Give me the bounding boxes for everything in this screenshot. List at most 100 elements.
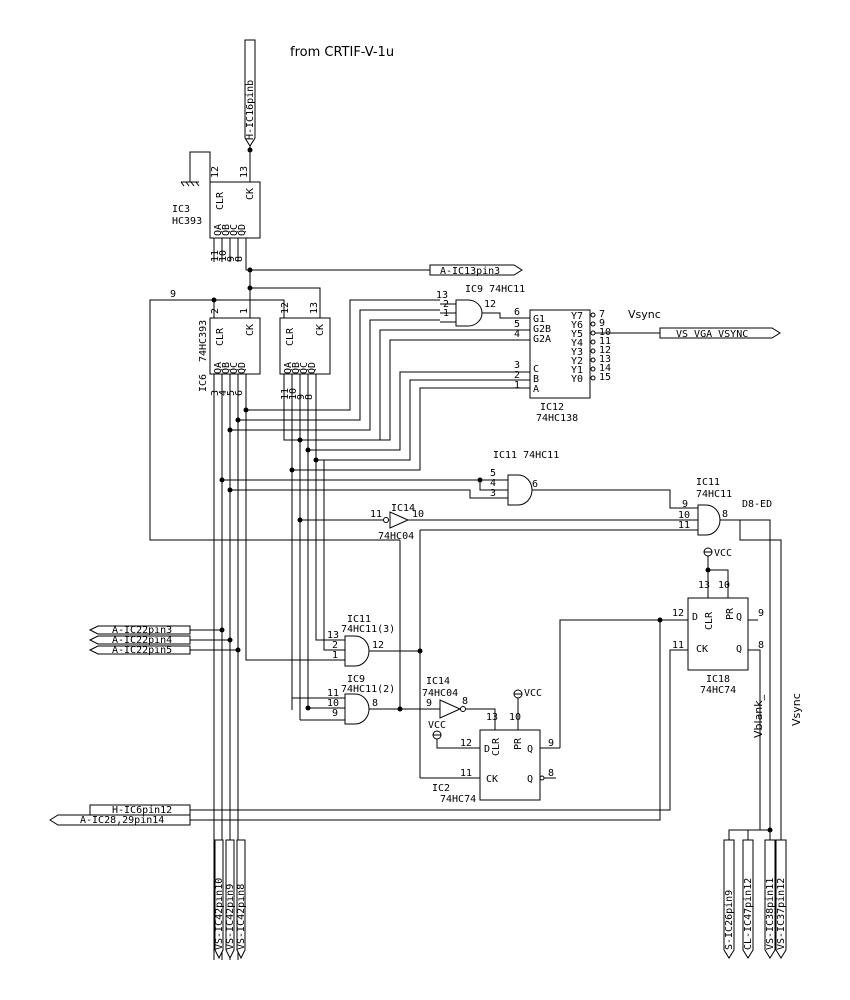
port-top: H-IC16pinb bbox=[244, 39, 256, 147]
ic2-flipflop: D CLR PR Q CK Q IC2 74HC74 13 10 12 11 9… bbox=[432, 712, 554, 805]
svg-text:74HC11(2): 74HC11(2) bbox=[341, 684, 395, 695]
vcc-ic2-clr: VCC bbox=[428, 720, 446, 740]
svg-text:12: 12 bbox=[210, 166, 221, 178]
port-bottom-vs-ic38-pin11: VS-IC38pin11 bbox=[764, 839, 776, 959]
port-vsync-out: VS VGA VSYNC bbox=[659, 327, 781, 340]
svg-text:74HC11(3): 74HC11(3) bbox=[341, 624, 395, 635]
svg-text:QA: QA bbox=[213, 362, 224, 374]
svg-text:74HC11: 74HC11 bbox=[696, 489, 732, 500]
svg-text:CK: CK bbox=[696, 644, 708, 655]
port-bottom-vs-ic37-pin12: VS-IC37pin12 bbox=[775, 839, 787, 959]
svg-text:Q: Q bbox=[527, 744, 533, 755]
svg-text:Vblank_: Vblank_ bbox=[752, 694, 765, 738]
svg-text:Vsync: Vsync bbox=[628, 308, 661, 321]
ic6-counter-b: CLR CK QA QB QC QD 12 13 11 10 9 8 bbox=[279, 302, 331, 400]
svg-text:6: 6 bbox=[514, 307, 520, 318]
port-bottom-s-ic26-pin9: S-IC26pin9 bbox=[723, 839, 735, 959]
svg-text:QD: QD bbox=[307, 362, 318, 374]
svg-text:PR: PR bbox=[725, 607, 736, 620]
svg-text:CK: CK bbox=[245, 188, 256, 200]
svg-text:D: D bbox=[692, 612, 698, 623]
svg-text:QB: QB bbox=[221, 362, 232, 374]
svg-text:CLR: CLR bbox=[215, 191, 226, 210]
svg-text:A-IC13pin3: A-IC13pin3 bbox=[440, 266, 500, 277]
svg-text:Vsync: Vsync bbox=[790, 693, 803, 726]
svg-text:H-IC16pinb: H-IC16pinb bbox=[245, 80, 256, 140]
svg-text:IC14: IC14 bbox=[426, 676, 450, 687]
svg-text:VCC: VCC bbox=[524, 688, 542, 699]
svg-text:4: 4 bbox=[218, 390, 229, 396]
svg-text:CK: CK bbox=[315, 324, 326, 336]
svg-text:CK: CK bbox=[486, 774, 498, 785]
svg-text:IC9: IC9 bbox=[347, 674, 365, 685]
svg-text:8: 8 bbox=[548, 768, 554, 779]
svg-text:8: 8 bbox=[722, 509, 728, 520]
svg-text:CL-IC47pin12: CL-IC47pin12 bbox=[743, 878, 754, 950]
svg-text:B: B bbox=[533, 374, 539, 385]
svg-text:Y1: Y1 bbox=[571, 365, 583, 376]
svg-text:QD: QD bbox=[237, 224, 248, 236]
svg-text:QA: QA bbox=[213, 224, 224, 236]
ic11-and-gate-right: IC11 74HC11 9 10 11 8 D8-ED bbox=[678, 477, 772, 536]
svg-text:13: 13 bbox=[309, 302, 320, 314]
svg-text:4: 4 bbox=[490, 478, 496, 489]
svg-text:G2A: G2A bbox=[533, 334, 551, 345]
svg-text:9: 9 bbox=[170, 289, 176, 300]
svg-text:QB: QB bbox=[221, 224, 232, 236]
ic14-inverter-top: IC14 74HC04 11 10 bbox=[370, 503, 424, 542]
svg-text:74HC138: 74HC138 bbox=[536, 413, 578, 424]
svg-text:9: 9 bbox=[599, 318, 605, 329]
port-bottom-vs-ic42-pin8: VS-IC42pin8 bbox=[236, 839, 247, 960]
ic11-and-gate-middle: IC11 74HC11 5 4 3 6 bbox=[490, 450, 559, 506]
svg-text:8: 8 bbox=[758, 640, 764, 651]
svg-text:6: 6 bbox=[532, 479, 538, 490]
ic3-counter: CLR CK QA QB QC QD IC3 HC393 12 13 11 10… bbox=[172, 166, 261, 262]
svg-text:11: 11 bbox=[672, 640, 684, 651]
svg-text:74HC393: 74HC393 bbox=[198, 320, 209, 362]
ic11-and-gate-lower: IC11 74HC11(3) 13 2 1 12 bbox=[327, 614, 395, 667]
svg-text:1: 1 bbox=[514, 380, 520, 391]
port-ic13: A-IC13pin3 bbox=[429, 264, 523, 277]
svg-text:CLR: CLR bbox=[285, 327, 296, 346]
svg-text:3: 3 bbox=[514, 360, 520, 371]
svg-text:A: A bbox=[533, 384, 539, 395]
svg-text:10: 10 bbox=[718, 580, 730, 591]
svg-text:Y4: Y4 bbox=[571, 338, 583, 349]
port-bottom-vs-ic42-pin10: VS-IC42pin10 bbox=[214, 839, 225, 960]
svg-text:74HC04: 74HC04 bbox=[378, 531, 414, 542]
port-bottom-vs-ic42-pin9: VS-IC42pin9 bbox=[225, 839, 236, 960]
svg-text:12: 12 bbox=[372, 640, 384, 651]
svg-text:2: 2 bbox=[514, 370, 520, 381]
svg-text:13: 13 bbox=[327, 630, 339, 641]
svg-text:11: 11 bbox=[460, 768, 472, 779]
svg-text:13: 13 bbox=[239, 166, 250, 178]
svg-text:CLR: CLR bbox=[491, 737, 502, 756]
svg-text:QD: QD bbox=[237, 362, 248, 374]
svg-text:74HC74: 74HC74 bbox=[440, 794, 476, 805]
svg-text:2: 2 bbox=[332, 640, 338, 651]
svg-text:13: 13 bbox=[436, 290, 448, 301]
svg-text:A-IC22pin5: A-IC22pin5 bbox=[112, 645, 172, 656]
svg-text:3: 3 bbox=[490, 488, 496, 499]
svg-text:12: 12 bbox=[280, 302, 291, 314]
svg-text:10: 10 bbox=[327, 698, 339, 709]
svg-text:9: 9 bbox=[296, 394, 307, 400]
svg-text:G2B: G2B bbox=[533, 324, 551, 335]
svg-text:C: C bbox=[533, 364, 539, 375]
svg-text:IC12: IC12 bbox=[540, 402, 564, 413]
svg-text:10: 10 bbox=[412, 509, 424, 520]
svg-text:S-IC26pin9: S-IC26pin9 bbox=[724, 890, 735, 950]
svg-text:6: 6 bbox=[234, 390, 245, 396]
svg-text:CLR: CLR bbox=[704, 611, 715, 630]
svg-text:H-IC6pin12: H-IC6pin12 bbox=[112, 805, 172, 816]
svg-text:G1: G1 bbox=[533, 314, 545, 325]
svg-text:10: 10 bbox=[218, 250, 229, 262]
svg-text:11: 11 bbox=[210, 250, 221, 262]
svg-text:Y7: Y7 bbox=[571, 311, 583, 322]
ic18-flipflop: D CLR PR Q CK Q IC18 74HC74 13 10 12 11 … bbox=[672, 580, 764, 696]
svg-text:VS VGA VSYNC: VS VGA VSYNC bbox=[676, 329, 748, 340]
svg-text:VS-IC37pin12: VS-IC37pin12 bbox=[776, 878, 787, 950]
svg-text:Y5: Y5 bbox=[571, 329, 583, 340]
svg-text:VCC: VCC bbox=[428, 720, 446, 731]
